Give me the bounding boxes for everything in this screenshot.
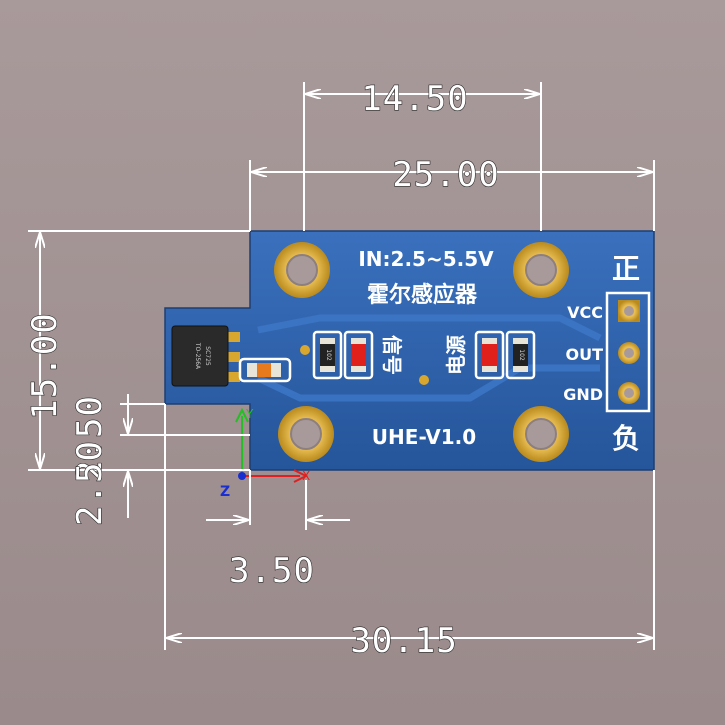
mounting-hole-top-left — [274, 242, 330, 298]
input-range-label: IN:2.5~5.5V — [358, 247, 494, 271]
mounting-hole-bottom-left — [278, 406, 334, 462]
power-label: 电源 — [444, 335, 468, 375]
dimension-lines — [28, 82, 655, 650]
dim-text-axis-offset-h: 3.50 — [229, 551, 315, 591]
via — [300, 345, 310, 355]
sensor-chip-text-2: TO-256A — [194, 342, 201, 370]
product-name-label: 霍尔感应器 — [367, 282, 478, 308]
positive-label: 正 — [612, 252, 640, 285]
dim-text-board-width: 25.00 — [392, 155, 499, 195]
model-label: UHE-V1.0 — [372, 425, 476, 449]
dim-text-board-height: 15.00 — [25, 312, 65, 419]
pcb-board: SC725 TO-256A 102 信号 — [164, 230, 655, 471]
y-axis-label: Y — [245, 407, 254, 421]
led-resistor-code-1: 102 — [325, 349, 332, 361]
z-axis-label: Z — [220, 484, 230, 500]
hall-sensor-chip: SC725 TO-256A — [171, 325, 240, 387]
mounting-hole-top-right — [513, 242, 569, 298]
dim-text-top-spacing: 14.50 — [361, 79, 468, 119]
via — [419, 375, 429, 385]
resistor-orange — [238, 357, 292, 383]
pin-header — [605, 291, 651, 413]
pcb-trace — [256, 314, 602, 402]
coordinate-axes: Y X Z — [220, 407, 310, 500]
y-axis-arrow — [235, 407, 249, 423]
x-axis-label: X — [302, 469, 310, 483]
power-led-group: 102 电源 — [444, 330, 536, 380]
pin-label-gnd: GND — [563, 385, 603, 404]
pin-label-out: OUT — [565, 345, 603, 364]
led-resistor-code-2: 102 — [518, 349, 525, 361]
negative-label: 负 — [612, 422, 640, 455]
dim-text-axis-offset-v: 2.50 — [70, 395, 110, 481]
z-axis-origin — [238, 472, 246, 480]
mounting-hole-bottom-right — [513, 406, 569, 462]
sensor-chip-text-1: SC725 — [204, 346, 211, 366]
dim-text-total-width: 30.15 — [350, 621, 457, 661]
pin-label-vcc: VCC — [567, 303, 603, 322]
x-axis-arrow — [293, 469, 309, 483]
signal-label: 信号 — [380, 335, 404, 375]
signal-led-group: 102 信号 — [312, 330, 404, 380]
dim-text-axis-offset-v2: 2.50 — [70, 440, 110, 526]
